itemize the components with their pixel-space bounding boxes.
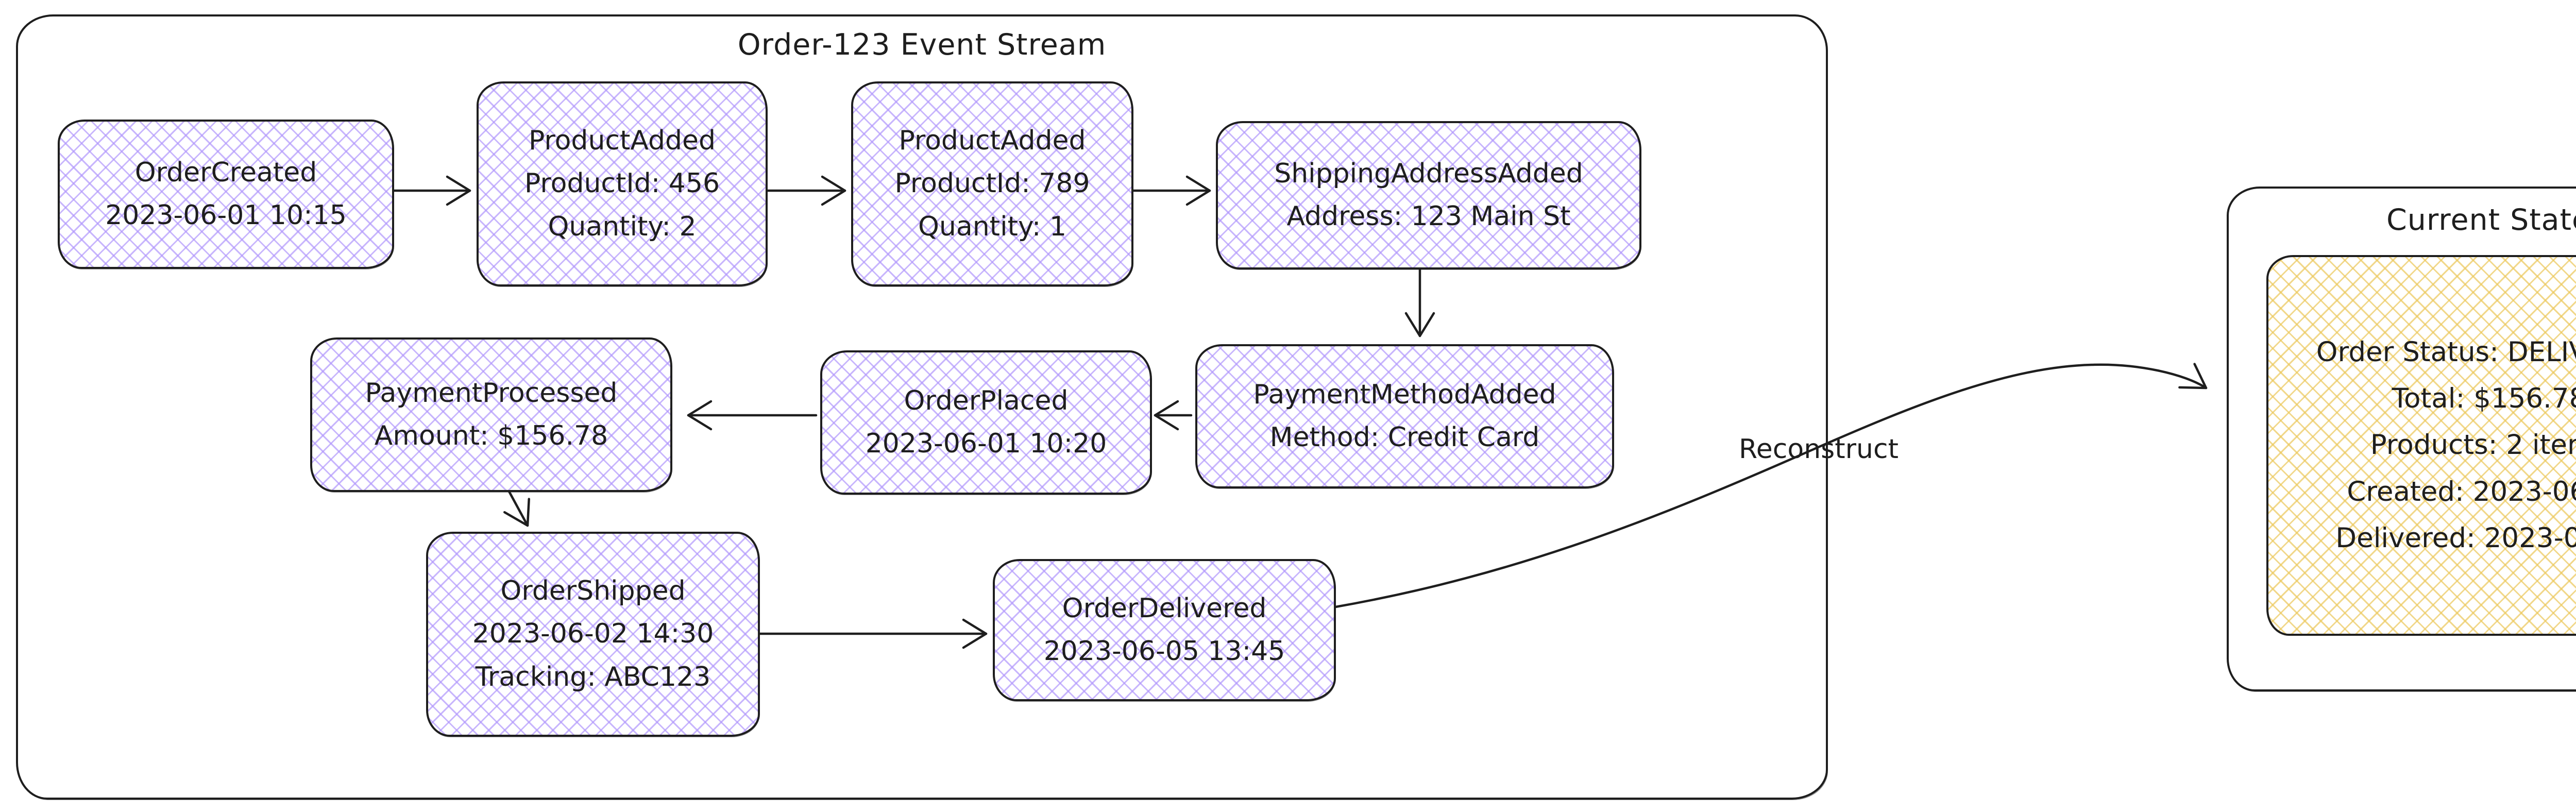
event-name: ProductAdded xyxy=(899,125,1086,157)
event-box-productadded-789: ProductAdded ProductId: 789 Quantity: 1 xyxy=(851,81,1133,286)
event-box-ordercreated: OrderCreated 2023-06-01 10:15 xyxy=(58,120,394,269)
current-state-title: Current State xyxy=(2386,203,2576,237)
event-detail: Tracking: ABC123 xyxy=(475,661,711,692)
event-detail: Method: Credit Card xyxy=(1269,422,1540,453)
event-box-paymentprocessed: PaymentProcessed Amount: $156.78 xyxy=(310,337,672,492)
state-delivered: Delivered: 2023-06-05 xyxy=(2335,522,2576,554)
event-name: ShippingAddressAdded xyxy=(1274,158,1583,189)
event-box-paymentmethodadded: PaymentMethodAdded Method: Credit Card xyxy=(1195,344,1614,488)
event-name: OrderDelivered xyxy=(1062,593,1267,624)
state-products: Products: 2 items xyxy=(2370,429,2576,461)
state-order-status: Order Status: DELIVERED xyxy=(2316,336,2576,368)
event-detail: Amount: $156.78 xyxy=(374,420,608,451)
event-detail: 2023-06-01 10:20 xyxy=(865,428,1107,459)
event-detail: Address: 123 Main St xyxy=(1286,201,1571,232)
event-box-orderplaced: OrderPlaced 2023-06-01 10:20 xyxy=(820,350,1152,495)
event-name: ProductAdded xyxy=(528,125,716,157)
current-state-box: Order Status: DELIVERED Total: $156.78 P… xyxy=(2266,255,2576,636)
reconstruct-label: Reconstruct xyxy=(1739,434,1899,465)
event-box-ordershipped: OrderShipped 2023-06-02 14:30 Tracking: … xyxy=(426,532,760,737)
state-total: Total: $156.78 xyxy=(2392,383,2576,415)
event-box-productadded-456: ProductAdded ProductId: 456 Quantity: 2 xyxy=(477,81,768,286)
event-name: OrderCreated xyxy=(134,157,317,188)
current-state-frame: Current State Order Status: DELIVERED To… xyxy=(2227,187,2576,691)
event-detail: ProductId: 456 xyxy=(524,168,720,199)
event-name: OrderPlaced xyxy=(904,385,1069,416)
event-box-shippingaddressadded: ShippingAddressAdded Address: 123 Main S… xyxy=(1216,121,1641,269)
event-detail: Quantity: 2 xyxy=(548,211,697,242)
event-stream-title: Order-123 Event Stream xyxy=(737,28,1107,62)
event-detail: 2023-06-02 14:30 xyxy=(472,618,714,650)
state-created: Created: 2023-06-01 xyxy=(2347,476,2576,508)
event-stream-frame: Order-123 Event Stream xyxy=(16,14,1828,800)
event-detail: 2023-06-05 13:45 xyxy=(1043,636,1285,667)
event-name: OrderShipped xyxy=(500,576,686,607)
event-name: PaymentProcessed xyxy=(365,377,618,409)
event-detail: ProductId: 789 xyxy=(894,168,1090,199)
event-name: PaymentMethodAdded xyxy=(1253,379,1556,410)
event-detail: 2023-06-01 10:15 xyxy=(105,200,347,231)
event-box-orderdelivered: OrderDelivered 2023-06-05 13:45 xyxy=(993,559,1336,701)
event-detail: Quantity: 1 xyxy=(918,211,1067,242)
